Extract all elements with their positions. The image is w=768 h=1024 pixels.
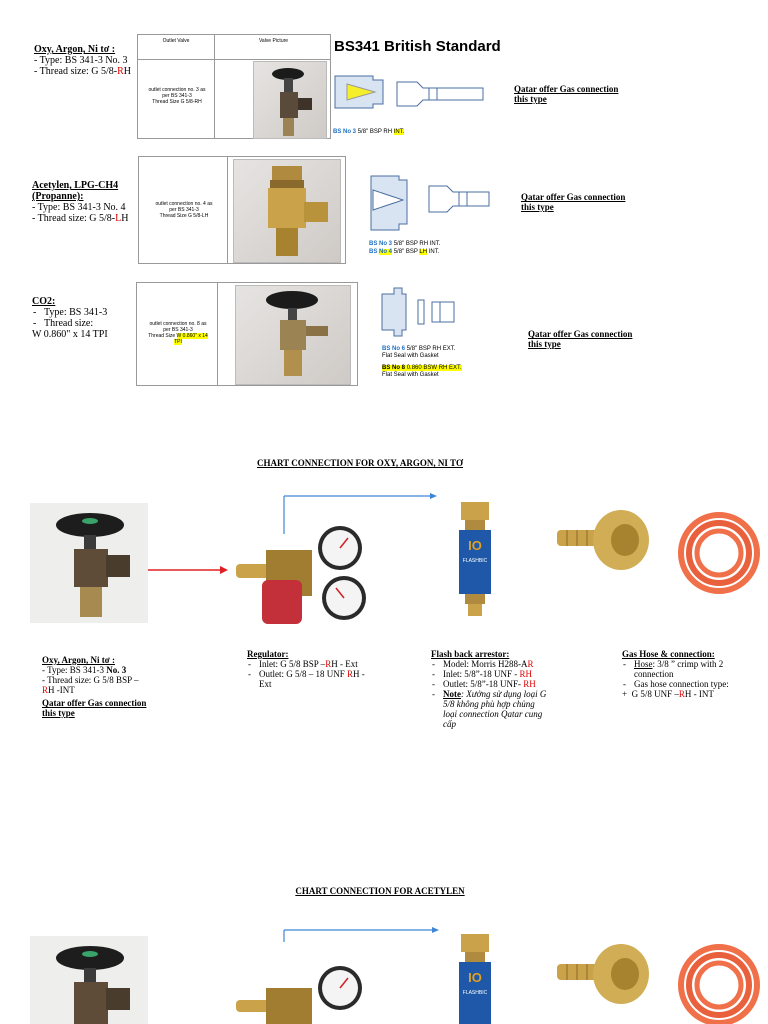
sec3-title: CO2: <box>32 296 56 307</box>
sec1-type: - Type: BS 341-3 No. 3 <box>34 55 128 66</box>
regulator-photo-2 <box>232 960 372 1024</box>
valve-photo-chart2 <box>30 936 148 1024</box>
fitting-diagram-no3 <box>333 70 498 126</box>
arrestor-label: FLASHBIC <box>463 558 488 564</box>
sec3-offer: Qatar offer Gas connection this type <box>528 329 633 349</box>
sec1-offer: Qatar offer Gas connection this type <box>514 84 619 104</box>
sec2-title: Acetylen, LPG-CH4 <box>32 180 119 191</box>
sec1-spec: Oxy, Argon, Ni tơ : - Type: BS 341-3 No.… <box>34 44 144 77</box>
hose-connector-photo-2 <box>555 940 655 1010</box>
sec1-title: Oxy, Argon, Ni tơ : <box>34 44 116 55</box>
valve-photo-co2 <box>235 285 351 385</box>
flashback-arrestor-photo: IO FLASHBIC <box>455 500 495 620</box>
flashback-arrestor-photo-2: IO FLASHBIC <box>455 932 495 1024</box>
sec1-table: Outlet Valve Valve Picture outlet connec… <box>137 34 331 139</box>
valve-photo-acetylen <box>233 159 341 263</box>
valve-photo-oxy <box>253 61 327 139</box>
valve-photo-chart1 <box>30 503 148 623</box>
fitting-diagram-no8 <box>380 286 460 344</box>
chart1-col-cylinder: Oxy, Argon, Ni tơ : - Type: BS 341-3 No.… <box>42 655 147 718</box>
arrestor-brand: IO <box>468 538 482 553</box>
spec-no6-no8: BS No 6 5/8" BSP RH EXT. Flat Seal with … <box>382 346 462 378</box>
arrestor-label-2: FLASHBIC <box>463 990 488 996</box>
regulator-photo <box>232 520 372 630</box>
sec2-spec: Acetylen, LPG-CH4 (Propanne): - Type: BS… <box>32 180 142 224</box>
hose-connector-photo <box>555 506 655 576</box>
gas-hose-photo <box>674 508 764 598</box>
gas-hose-photo-2 <box>674 940 764 1024</box>
chart1-title: CHART CONNECTION FOR OXY, ARGON, NI TƠ <box>256 458 464 468</box>
bs341-banner: BS341 British Standard ( <box>334 38 500 55</box>
spec-no3-no4: BS No 3 5/8" BSP RH INT. BS No 4 5/8" BS… <box>369 241 441 255</box>
chart1-col-arrestor: Flash back arrestor: Model: Morris H288-… <box>431 649 551 729</box>
chart2-title: CHART CONNECTION FOR ACETYLEN <box>295 886 465 896</box>
chart1-col-hose: Gas Hose & connection: Hose: 3/8 ” crimp… <box>622 649 750 699</box>
col-outlet-valve: Outlet Valve <box>162 38 190 44</box>
sec2-offer: Qatar offer Gas connection this type <box>521 192 626 212</box>
col-valve-picture: Valve Picture <box>258 38 289 44</box>
chart2-arrow <box>283 927 439 942</box>
sec3-spec: CO2: Type: BS 341-3 Thread size: W 0.860… <box>32 296 142 340</box>
spec-no3: BS No 3 5/8" BSP RH INT. <box>333 129 405 135</box>
fitting-diagram-no4 <box>369 172 494 238</box>
chart1-arrows <box>148 493 437 574</box>
arrestor-brand-2: IO <box>468 970 482 985</box>
chart1-col-regulator: Regulator: Inlet: G 5/8 BSP –RH - Ext Ou… <box>247 649 367 689</box>
sec1-thread: - Thread size: G 5/8-RH <box>34 66 132 77</box>
